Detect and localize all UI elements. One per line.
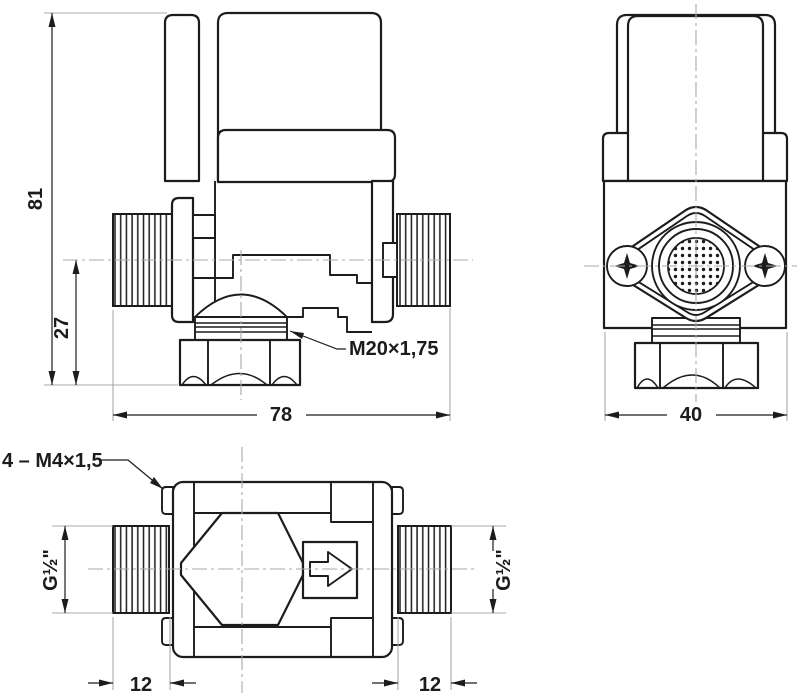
dim-g-right-arrow-down bbox=[489, 599, 497, 613]
dim-27-arrow-down bbox=[72, 371, 80, 385]
dim-81-arrow-down bbox=[48, 371, 56, 385]
callout-m4: 4 – M4×1,5 bbox=[2, 450, 164, 490]
dim-81-label: 81 bbox=[25, 188, 47, 210]
dim-g-left-arrow-down bbox=[61, 599, 69, 613]
dim-12-left: 12 bbox=[88, 674, 196, 696]
front-view bbox=[112, 11, 451, 387]
front-hex-nut-chamfers bbox=[181, 372, 298, 386]
dim-g-left: G½" bbox=[40, 526, 69, 613]
front-mount-tab-left bbox=[192, 214, 216, 239]
dim-g-left-label: G½" bbox=[40, 549, 62, 591]
dim-12-right-arrow-out bbox=[451, 679, 465, 687]
dim-g-right-label: G½" bbox=[493, 549, 515, 591]
dim-12-left-arrow-out bbox=[170, 679, 184, 687]
dim-78-arrow-left bbox=[113, 411, 127, 419]
side-hex-nut-facet-lines bbox=[659, 343, 724, 388]
callout-m20-label: M20×1,75 bbox=[349, 338, 439, 360]
dim-27-arrow-up bbox=[72, 260, 80, 274]
callout-m4-leader bbox=[100, 459, 164, 490]
callout-m20-arrowhead bbox=[290, 331, 304, 339]
dim-12-left-label: 12 bbox=[130, 674, 152, 696]
dim-81: 81 bbox=[25, 13, 56, 385]
front-coil-connector bbox=[216, 128, 397, 184]
front-cavity-step-line bbox=[193, 254, 372, 284]
dim-g-right: G½" bbox=[489, 526, 515, 613]
bottom-dimensions: 4 – M4×1,5 G½" G½" 12 bbox=[2, 450, 515, 696]
dim-78-arrow-right bbox=[436, 411, 450, 419]
side-coil-inner bbox=[626, 14, 765, 183]
side-view bbox=[601, 13, 789, 390]
callout-m20-leader bbox=[289, 330, 346, 350]
bottom-boss-tab-right-top bbox=[391, 486, 404, 515]
side-dimensions: 40 bbox=[604, 332, 788, 426]
dim-12-right-label: 12 bbox=[419, 674, 441, 696]
front-coil-side-cap bbox=[163, 13, 201, 183]
front-dimensions: 81 27 78 M20×1,75 bbox=[25, 12, 451, 426]
dim-12-right: 12 bbox=[372, 674, 477, 696]
dim-40: 40 bbox=[605, 404, 787, 426]
dim-78-label: 78 bbox=[270, 404, 292, 426]
front-lower-step-line bbox=[287, 307, 372, 333]
dim-12-right-arrow-in bbox=[384, 679, 398, 687]
dim-78: 78 bbox=[113, 404, 450, 426]
phillips-cross-icon bbox=[752, 253, 778, 279]
side-hex-nut-chamfers bbox=[636, 374, 757, 389]
dim-g-right-arrow-up bbox=[489, 526, 497, 540]
callout-m20: M20×1,75 bbox=[289, 330, 439, 360]
phillips-cross-icon bbox=[614, 253, 640, 279]
centerlines bbox=[63, 4, 797, 693]
bottom-boss-tab-left-bottom bbox=[161, 617, 174, 646]
dim-40-arrow-left bbox=[605, 411, 619, 419]
dim-40-arrow-right bbox=[773, 411, 787, 419]
callout-m4-arrowhead bbox=[150, 477, 163, 489]
dim-40-label: 40 bbox=[680, 404, 702, 426]
bottom-corner-box-top-right bbox=[330, 482, 373, 523]
dim-12-left-arrow-in bbox=[99, 679, 113, 687]
front-hex-nut-facet-lines bbox=[207, 340, 271, 385]
bottom-corner-box-bottom-right bbox=[330, 617, 373, 657]
front-hex-nut bbox=[178, 338, 302, 387]
bottom-boss-tab-left-top bbox=[161, 486, 174, 515]
dim-81-arrow-up bbox=[48, 13, 56, 27]
dim-g-left-arrow-up bbox=[61, 526, 69, 540]
dim-27: 27 bbox=[51, 260, 80, 385]
front-flange-plate bbox=[170, 196, 195, 324]
dim-27-label: 27 bbox=[51, 317, 73, 339]
callout-m4-label: 4 – M4×1,5 bbox=[2, 450, 103, 472]
